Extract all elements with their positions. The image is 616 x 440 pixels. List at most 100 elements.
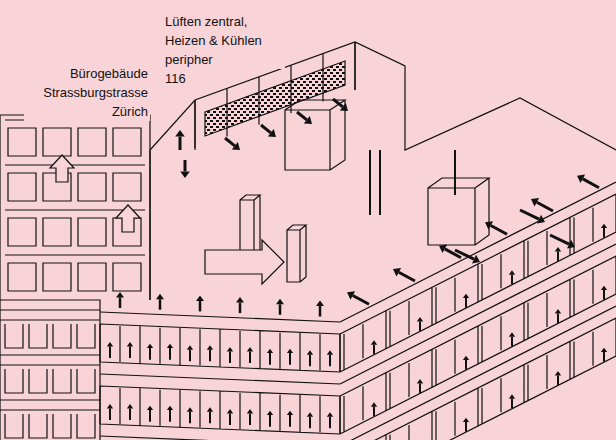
air-arrow-head [340, 103, 348, 111]
air-arrow-shaft [583, 179, 599, 188]
air-arrow-head [287, 411, 293, 415]
air-arrow-head [327, 412, 333, 416]
hatched-wall [205, 61, 345, 136]
air-arrow-head [601, 348, 607, 352]
air-arrow-shaft [209, 350, 211, 362]
hollow-arrow [116, 205, 140, 232]
air-arrow-shaft [261, 125, 271, 133]
air-arrow-shaft [225, 138, 235, 146]
air-arrow-head [247, 409, 253, 413]
air-arrow-shaft [309, 417, 311, 429]
air-arrow-head [463, 356, 469, 360]
air-arrow-shaft [119, 298, 122, 309]
air-arrow-head [417, 317, 423, 321]
air-arrow-head [316, 301, 324, 307]
air-arrow-head [167, 406, 173, 410]
neighbour-facade [0, 115, 150, 440]
air-arrow-head [601, 286, 607, 290]
air-arrow-head [509, 332, 515, 336]
air-arrow-head [207, 407, 213, 411]
air-arrow-head [601, 224, 607, 228]
air-arrow-shaft [269, 353, 271, 365]
air-arrow-head [307, 412, 313, 416]
air-arrow-shaft [329, 355, 331, 367]
air-arrow-head [116, 292, 124, 298]
air-arrow-head [287, 349, 293, 353]
caption-label: Bürogebäude Strassburgstrasse Zürich [24, 64, 150, 121]
air-arrow-shaft [399, 272, 415, 281]
air-arrow-shaft [465, 422, 467, 432]
room-box [285, 100, 345, 170]
air-arrow-head [187, 407, 193, 411]
air-arrow-head [268, 129, 276, 137]
air-arrow-shaft [465, 360, 467, 370]
air-arrow-shaft [603, 290, 605, 300]
air-arrow-shaft [373, 407, 375, 417]
air-arrow-head [531, 198, 539, 207]
room-box [428, 178, 489, 245]
air-arrow-shaft [249, 413, 251, 425]
callout-number: 116 [163, 69, 207, 88]
back-wall [150, 42, 616, 300]
right-facade-floor [340, 306, 616, 440]
air-arrow-shaft [419, 321, 421, 331]
air-arrow-shaft [289, 415, 291, 427]
air-arrow-head [247, 347, 253, 351]
air-arrow-shaft [511, 399, 513, 409]
air-arrow-shaft [550, 235, 569, 244]
air-arrow-shaft [189, 350, 191, 362]
air-arrow-shaft [269, 415, 271, 427]
air-arrow-head [577, 175, 585, 184]
air-arrow-head [107, 342, 113, 346]
air-arrow-shaft [319, 306, 322, 317]
air-arrow-head [555, 371, 561, 375]
air-arrow-head [127, 404, 133, 408]
air-arrow-head [347, 291, 355, 300]
air-arrow-head [276, 299, 284, 305]
caption-label: Lüften zentral, Heizen & Kühlen peripher [163, 12, 285, 69]
air-arrow-shaft [229, 413, 231, 425]
air-arrow-head [307, 350, 313, 354]
air-arrow-head [196, 295, 204, 301]
air-arrow-shaft [184, 160, 187, 171]
air-arrow-head [472, 255, 480, 264]
air-arrow-shaft [309, 355, 311, 367]
front-facade-floor [100, 374, 340, 434]
air-arrow-shaft [169, 410, 171, 422]
air-arrow-shaft [109, 408, 111, 420]
air-arrow-head [127, 342, 133, 346]
air-arrow-shaft [289, 353, 291, 365]
air-arrow-head [267, 349, 273, 353]
lower-left-facade [0, 300, 100, 440]
air-arrow-head [509, 270, 515, 274]
air-arrow-shaft [465, 298, 467, 308]
front-facade-floor [100, 436, 340, 440]
air-arrow-shaft [491, 226, 507, 235]
air-arrow-head [267, 411, 273, 415]
room-partition [370, 150, 455, 215]
air-arrow-head [327, 350, 333, 354]
air-arrow-head [232, 142, 240, 150]
air-arrow-shaft [159, 299, 162, 310]
air-arrow-head [236, 297, 244, 303]
front-facade-floor [100, 312, 340, 372]
air-arrow-head [371, 402, 377, 406]
air-arrow-head [555, 247, 561, 251]
air-arrow-head [417, 379, 423, 383]
shaft [287, 225, 306, 282]
air-arrow-head [509, 394, 515, 398]
air-arrow-head [187, 345, 193, 349]
air-arrow-shaft [249, 351, 251, 363]
hollow-arrow [50, 155, 74, 182]
air-arrow-head [147, 344, 153, 348]
air-arrow-shaft [520, 210, 539, 219]
air-arrow-shaft [329, 417, 331, 429]
air-arrow-head [147, 406, 153, 410]
air-arrow-shaft [129, 408, 131, 420]
air-arrow-head [107, 404, 113, 408]
air-arrow-head [167, 344, 173, 348]
air-arrow-shaft [129, 346, 131, 358]
air-arrow-shaft [373, 345, 375, 355]
air-arrow-shaft [169, 348, 171, 360]
air-arrow-shaft [209, 412, 211, 424]
